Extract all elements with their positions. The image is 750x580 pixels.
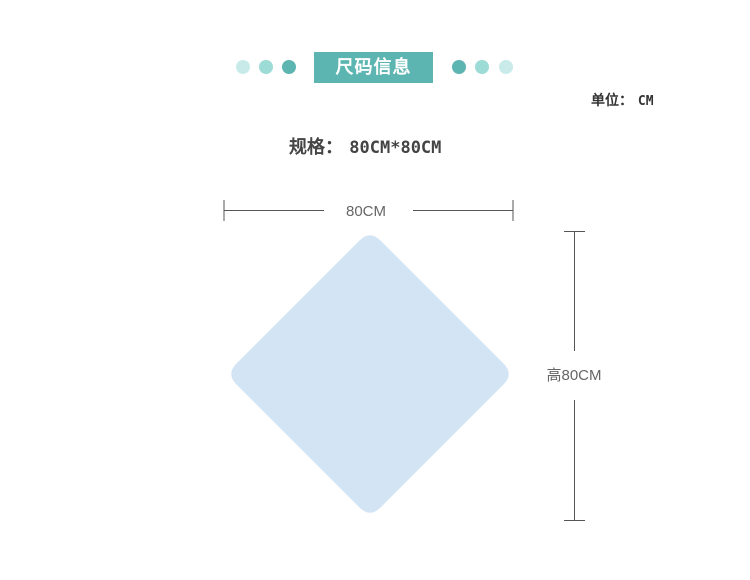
spec-info: 规格： 80CM*80CM	[289, 133, 441, 159]
height-dimension: 高80CM	[546, 231, 602, 521]
unit-value: CM	[637, 94, 654, 109]
decorative-dot-right-2	[475, 60, 489, 74]
unit-info: 单位： CM	[591, 90, 654, 110]
width-label: 80CM	[346, 203, 386, 220]
spec-value: 80CM*80CM	[349, 138, 442, 158]
spec-label: 规格：	[289, 137, 343, 158]
section-title: 尺码信息	[314, 52, 433, 83]
decorative-dot-left-3	[282, 60, 296, 74]
decorative-dot-right-1	[452, 60, 466, 74]
decorative-dot-left-2	[259, 60, 273, 74]
height-label: 高80CM	[546, 367, 601, 384]
product-shape	[231, 235, 509, 513]
unit-label: 单位：	[591, 93, 633, 109]
decorative-dot-right-3	[499, 60, 513, 74]
section-header: 尺码信息	[0, 52, 750, 83]
width-dimension: 80CM	[223, 200, 514, 221]
decorative-dot-left-1	[236, 60, 250, 74]
